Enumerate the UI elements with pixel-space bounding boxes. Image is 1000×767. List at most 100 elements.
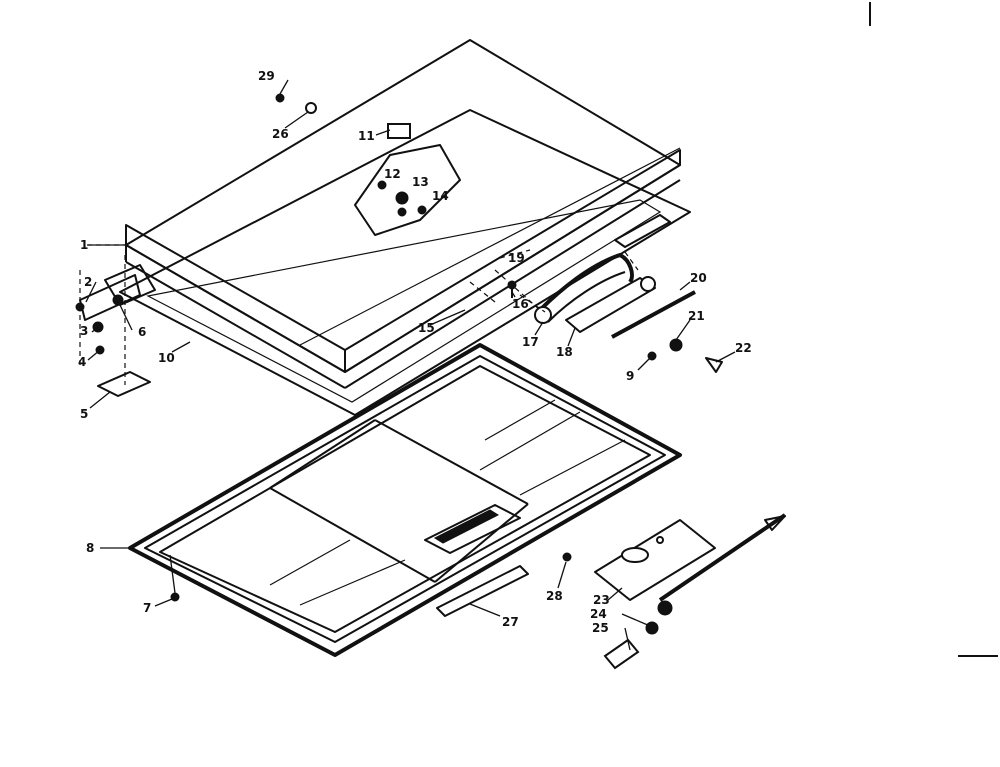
thermostat-slot bbox=[424, 504, 521, 554]
callout-14: 14 bbox=[432, 189, 449, 203]
callout-26: 26 bbox=[272, 127, 289, 141]
lock-cylinder bbox=[395, 191, 409, 205]
handle-bar bbox=[538, 253, 634, 312]
leader bbox=[89, 391, 111, 409]
lid-gasket-strip bbox=[614, 214, 671, 248]
callout-22: 22 bbox=[735, 341, 752, 355]
callout-7: 7 bbox=[143, 601, 151, 615]
handle-guide bbox=[624, 251, 639, 271]
callout-13: 13 bbox=[412, 175, 429, 189]
latch-rod bbox=[611, 290, 696, 339]
hinge-assembly bbox=[75, 244, 156, 397]
leader bbox=[557, 561, 567, 589]
callout-8: 8 bbox=[86, 541, 94, 555]
lock-screw bbox=[417, 205, 427, 215]
leader bbox=[511, 291, 516, 298]
frame-outer bbox=[128, 343, 682, 657]
callout-24: 24 bbox=[590, 607, 607, 621]
lid-right-face bbox=[344, 149, 681, 373]
probe-tip bbox=[764, 515, 786, 531]
frame-inner bbox=[144, 355, 666, 643]
control-knob-hole bbox=[621, 547, 649, 563]
callout-17: 17 bbox=[522, 335, 539, 349]
callout-25: 25 bbox=[592, 621, 609, 635]
callout-12: 12 bbox=[384, 167, 401, 181]
callout-27: 27 bbox=[502, 615, 519, 629]
hinge-shim bbox=[97, 371, 151, 397]
handle-end bbox=[534, 306, 552, 324]
control-knob bbox=[603, 638, 640, 670]
handle-base bbox=[565, 277, 656, 333]
leader bbox=[637, 357, 651, 371]
divider bbox=[269, 487, 436, 583]
callout-5: 5 bbox=[80, 407, 88, 421]
screw-29 bbox=[275, 93, 285, 103]
lid-liner-inner bbox=[146, 199, 662, 403]
panel-line bbox=[484, 399, 556, 441]
frame-screw bbox=[170, 592, 180, 602]
callout-15: 15 bbox=[418, 321, 435, 335]
leader bbox=[715, 351, 736, 363]
divider bbox=[269, 419, 376, 489]
callout-leaders bbox=[85, 79, 736, 651]
leader bbox=[607, 587, 623, 601]
leader bbox=[87, 349, 101, 361]
leader bbox=[567, 327, 576, 347]
leader bbox=[429, 309, 466, 326]
leader bbox=[284, 111, 309, 129]
leader bbox=[91, 326, 99, 333]
lid-rim-bottom bbox=[125, 261, 346, 389]
callout-1: 1 bbox=[80, 238, 88, 252]
control-housing bbox=[594, 519, 716, 601]
screw-28 bbox=[562, 552, 572, 562]
callout-21: 21 bbox=[688, 309, 705, 323]
leader bbox=[119, 304, 133, 331]
control-hole bbox=[656, 536, 664, 544]
callout-2: 2 bbox=[84, 275, 92, 289]
hinge-pivot bbox=[112, 294, 124, 306]
handle-bar-lower bbox=[547, 271, 626, 323]
callout-labels: 1 2 3 4 5 6 7 8 9 10 11 12 13 14 15 16 1… bbox=[78, 69, 752, 635]
leader bbox=[85, 281, 97, 303]
control-nut bbox=[645, 621, 659, 635]
panel-line bbox=[269, 539, 351, 586]
panel-line bbox=[479, 411, 581, 471]
leader bbox=[279, 79, 289, 95]
callout-19: 19 bbox=[508, 251, 525, 265]
frame-screw-lead bbox=[169, 554, 176, 594]
probe-wire bbox=[658, 513, 787, 602]
leader bbox=[679, 281, 691, 291]
lid-assembly bbox=[119, 39, 691, 416]
callout-16: 16 bbox=[512, 297, 529, 311]
callout-4: 4 bbox=[78, 355, 86, 369]
callout-11: 11 bbox=[358, 129, 375, 143]
latch-spring bbox=[669, 338, 683, 352]
leader bbox=[375, 129, 391, 136]
control-shaft bbox=[657, 600, 673, 616]
leader bbox=[171, 341, 191, 353]
lid-front-edge bbox=[299, 147, 681, 346]
leader bbox=[154, 598, 173, 607]
callout-10: 10 bbox=[158, 351, 175, 365]
callout-28: 28 bbox=[546, 589, 563, 603]
lock-nut bbox=[397, 207, 407, 217]
leader bbox=[624, 627, 631, 651]
strip-27 bbox=[436, 565, 529, 617]
centerline bbox=[494, 269, 541, 311]
divider bbox=[374, 419, 529, 505]
callout-20: 20 bbox=[690, 271, 707, 285]
lock-washer bbox=[377, 180, 387, 190]
cabinet-frame bbox=[128, 343, 682, 657]
lock-cap bbox=[387, 123, 411, 139]
divider bbox=[434, 503, 529, 583]
frame-breaker bbox=[159, 365, 651, 633]
lid-front-face bbox=[125, 224, 346, 373]
callout-18: 18 bbox=[556, 345, 573, 359]
callout-9: 9 bbox=[626, 369, 634, 383]
leader bbox=[621, 613, 651, 627]
callout-6: 6 bbox=[138, 325, 146, 339]
leader bbox=[469, 603, 501, 617]
panel-line bbox=[299, 559, 406, 606]
callout-23: 23 bbox=[593, 593, 610, 607]
callout-3: 3 bbox=[80, 324, 88, 338]
